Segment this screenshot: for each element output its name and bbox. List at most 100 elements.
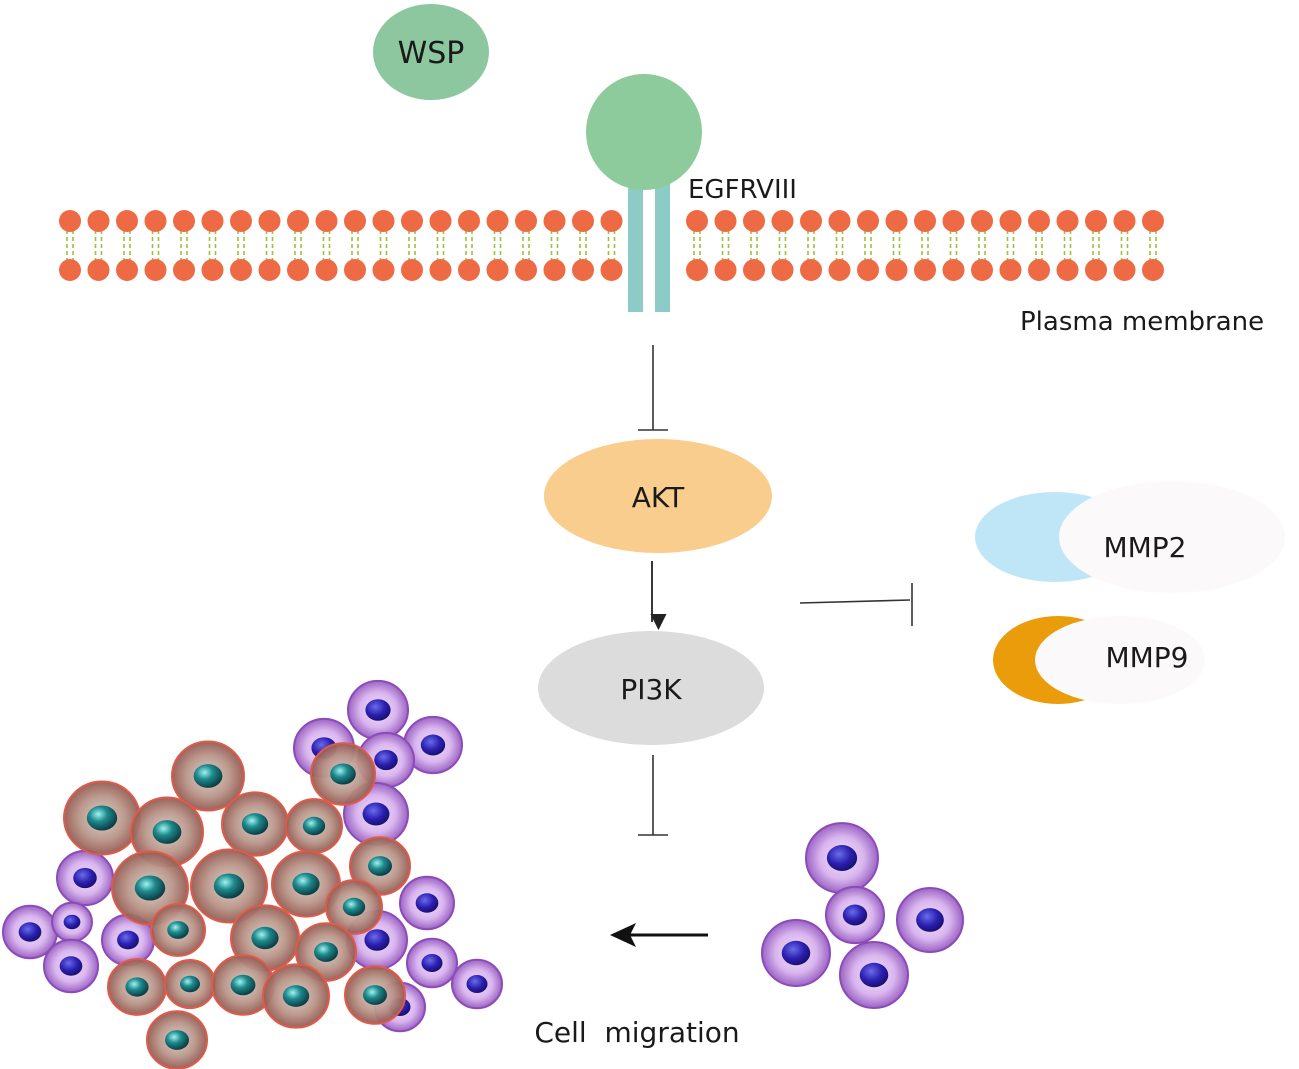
nucleus <box>230 974 256 996</box>
nucleus <box>292 872 320 896</box>
purple-cell <box>51 901 93 943</box>
cell-migration-label: Cell migration <box>534 1016 739 1049</box>
tumor-cell <box>325 879 383 935</box>
lipid-head-top <box>429 210 452 232</box>
lipid-head-bottom <box>743 259 765 281</box>
lipid-pair <box>1142 210 1164 281</box>
purple-cell <box>805 822 879 894</box>
purple-cell <box>451 958 503 1010</box>
lipid-head-bottom <box>401 259 423 281</box>
purple-cell <box>347 679 409 741</box>
lipid-pair <box>144 210 167 281</box>
tumor-cell <box>285 798 343 854</box>
lipid-pair <box>344 210 366 281</box>
lipid-head-top <box>59 210 81 232</box>
wsp-node: WSP <box>373 4 489 100</box>
lipid-head-bottom <box>201 259 224 281</box>
nucleus <box>18 922 42 942</box>
lipid-pair <box>686 210 708 281</box>
lipid-pair <box>714 210 737 281</box>
mmp2-node: MMP2 <box>975 481 1285 593</box>
lipid-head-bottom <box>1085 259 1107 281</box>
nucleus <box>241 813 269 835</box>
nucleus <box>342 897 366 917</box>
lipid-head-top <box>258 210 281 232</box>
akt-label: AKT <box>632 481 685 514</box>
lipid-pair <box>87 210 110 281</box>
nucleus <box>415 893 439 913</box>
lipid-head-top <box>1142 210 1164 232</box>
lipid-head-bottom <box>1056 259 1079 281</box>
lipid-head-top <box>116 210 138 232</box>
nucleus <box>421 954 443 972</box>
lipid-head-bottom <box>914 259 936 281</box>
nucleus <box>125 977 149 997</box>
purple-cell <box>56 849 114 907</box>
lipid-head-bottom <box>600 259 623 281</box>
lipid-head-top <box>201 210 224 232</box>
lipid-head-top <box>372 210 395 232</box>
lipid-head-bottom <box>429 259 452 281</box>
nucleus <box>59 956 83 976</box>
lipid-head-bottom <box>116 259 138 281</box>
nucleus <box>842 904 868 926</box>
lipid-head-top <box>230 210 252 232</box>
lipid-head-top <box>287 210 309 232</box>
lipid-head-bottom <box>686 259 708 281</box>
lipid-head-bottom <box>1113 259 1136 281</box>
nucleus <box>180 975 200 993</box>
lipid-pair <box>743 210 765 281</box>
lipid-pair <box>230 210 252 281</box>
lipid-head-top <box>714 210 737 232</box>
egfrviii-receptor <box>586 74 702 312</box>
tumor-cell <box>171 740 245 812</box>
purple-cell <box>839 941 909 1009</box>
nucleus <box>63 914 81 930</box>
akt-node: AKT <box>544 439 772 553</box>
lipid-head-top <box>771 210 794 232</box>
mmp2-label: MMP2 <box>1103 531 1186 564</box>
pi3k-node: PI3K <box>538 631 764 745</box>
nucleus <box>364 929 390 951</box>
lipid-pair <box>287 210 309 281</box>
lipid-head-top <box>315 210 338 232</box>
t-bar-inhibition-icon <box>638 345 668 431</box>
lipid-head-top <box>885 210 908 232</box>
lipid-head-top <box>999 210 1022 232</box>
nucleus <box>859 962 889 988</box>
lipid-pair <box>429 210 452 281</box>
lipid-head-bottom <box>1028 259 1050 281</box>
nucleus <box>134 875 166 901</box>
nucleus <box>420 734 446 756</box>
lipid-head-bottom <box>230 259 252 281</box>
lipid-pair <box>59 210 81 281</box>
tumor-cell <box>164 959 216 1009</box>
purple-cell <box>761 919 831 987</box>
nucleus <box>86 805 118 831</box>
lipid-head-bottom <box>315 259 338 281</box>
nucleus <box>165 1030 189 1050</box>
tumor-cell <box>150 903 206 957</box>
lipid-pair <box>486 210 509 281</box>
lipid-head-top <box>686 210 708 232</box>
lipid-head-top <box>515 210 537 232</box>
lipid-head-top <box>743 210 765 232</box>
nucleus <box>466 975 488 993</box>
lipid-pair <box>315 210 338 281</box>
lipid-head-top <box>543 210 566 232</box>
nucleus <box>302 816 326 836</box>
lipid-head-bottom <box>287 259 309 281</box>
lipid-head-bottom <box>828 259 851 281</box>
tumor-cell <box>262 963 330 1029</box>
nucleus <box>251 926 279 950</box>
nucleus <box>314 942 338 962</box>
nucleus <box>282 985 310 1007</box>
lipid-pair <box>600 210 623 281</box>
t-bar-inhibition-icon <box>638 755 668 836</box>
lipid-pair <box>1028 210 1050 281</box>
lipid-head-bottom <box>771 259 794 281</box>
nucleus <box>213 873 245 899</box>
lipid-pair <box>942 210 965 281</box>
lipid-pair <box>401 210 423 281</box>
